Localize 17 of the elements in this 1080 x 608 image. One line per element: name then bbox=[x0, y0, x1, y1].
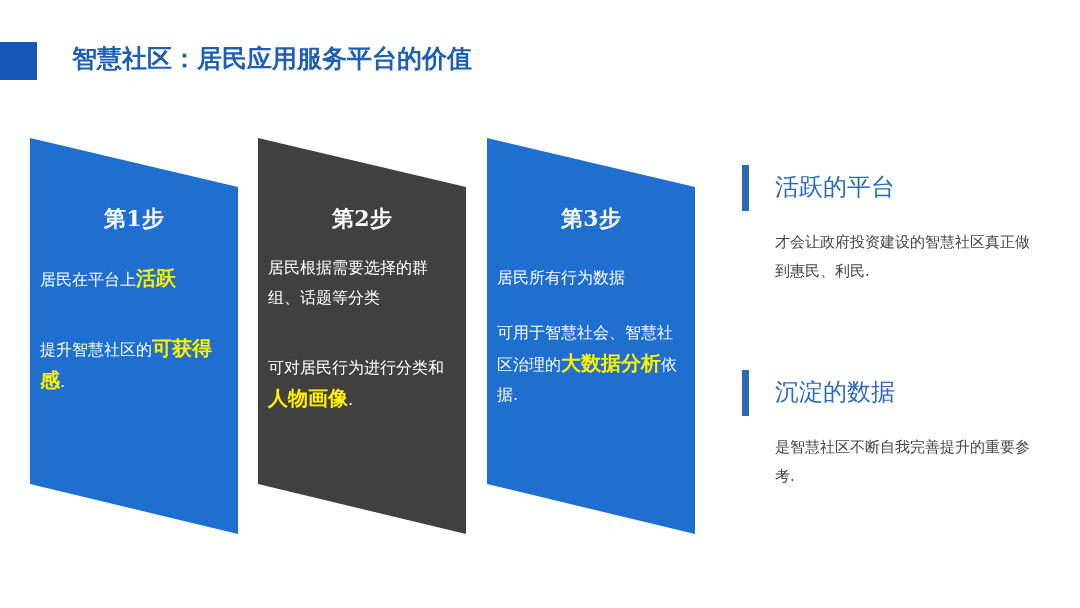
step-text: 提升智慧社区的可获得感. bbox=[40, 335, 213, 394]
step-text: 可用于智慧社会、智慧社区治理的大数据分析依据. bbox=[497, 322, 678, 406]
section-heading: 沉淀的数据 bbox=[775, 377, 895, 408]
section-text: 才会让政府投资建设的智慧社区真正做到惠民、利民. bbox=[775, 232, 1031, 282]
step-heading: 第1步 bbox=[103, 204, 165, 233]
step-text: 居民所有行为数据 bbox=[497, 267, 626, 289]
step-text: 居民在平台上活跃 bbox=[40, 265, 177, 292]
step-panel bbox=[30, 138, 238, 534]
step-heading: 第3步 bbox=[560, 204, 622, 233]
section-heading: 活跃的平台 bbox=[775, 172, 895, 203]
step-text: 居民根据需要选择的群组、话题等分类 bbox=[268, 257, 429, 309]
slide-title: 智慧社区：居民应用服务平台的价值 bbox=[72, 43, 472, 75]
step-text: 可对居民行为进行分类和人物画像. bbox=[268, 357, 445, 412]
section-text: 是智慧社区不断自我完善提升的重要参考. bbox=[775, 437, 1031, 487]
step-panel bbox=[487, 138, 695, 534]
step-panel bbox=[258, 138, 466, 534]
step-heading: 第2步 bbox=[331, 204, 393, 233]
